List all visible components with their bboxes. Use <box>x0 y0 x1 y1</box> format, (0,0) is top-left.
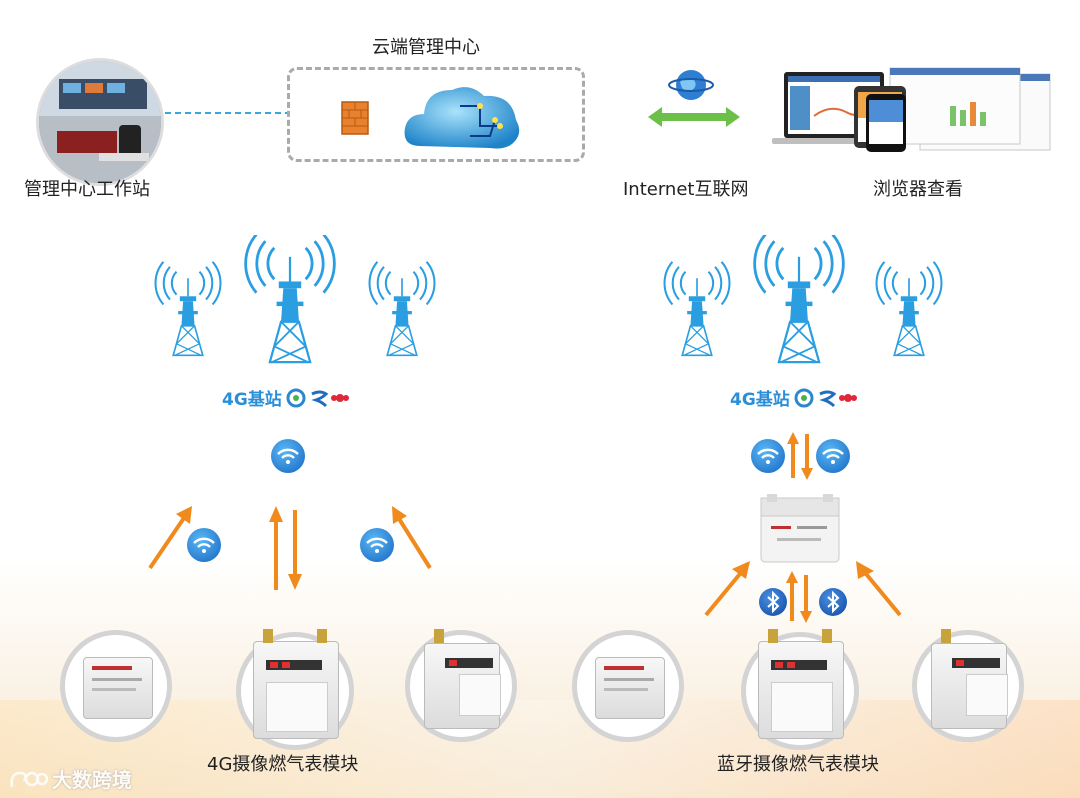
watermark-text: 大数跨境 <box>52 768 132 792</box>
gas-meter-image <box>912 629 1024 742</box>
right-tower-group <box>663 235 943 364</box>
bluetooth-icon <box>759 588 787 616</box>
meter-module-image <box>60 630 172 742</box>
tower-icon <box>753 235 845 364</box>
gas-meter-image <box>741 629 859 750</box>
cloud-center-label: 云端管理中心 <box>372 37 480 58</box>
tower-icon <box>154 260 222 357</box>
left-base-station: 4G基站 <box>222 385 350 410</box>
cloud-server-icon <box>404 87 520 149</box>
gas-meter-image <box>236 629 354 750</box>
left-uplink-arrows <box>148 506 432 590</box>
left-module-label: 4G摄像燃气表模块 <box>207 754 359 775</box>
workstation-label: 管理中心工作站 <box>24 179 150 200</box>
wifi-icon <box>751 439 785 473</box>
carrier-logos-icon <box>794 388 857 407</box>
browser-devices-image <box>772 67 1051 152</box>
bidirectional-link-arrow <box>648 107 740 127</box>
workstation-dashed-link <box>165 112 290 114</box>
internet-globe-icon <box>668 70 714 100</box>
tower-icon <box>875 260 943 357</box>
left-tower-group <box>154 235 436 364</box>
cloud-center-box <box>287 67 585 162</box>
watermark: 大数跨境 <box>8 764 132 793</box>
background-fade <box>0 560 1080 798</box>
wifi-icon <box>816 439 850 473</box>
background-fade-warm <box>0 700 1080 798</box>
tower-icon <box>244 235 336 364</box>
bluetooth-link-arrows <box>704 561 902 623</box>
bluetooth-icon <box>819 588 847 616</box>
base-station-label: 4G基站 <box>222 390 282 410</box>
wifi-icon <box>360 528 394 562</box>
browser-label: 浏览器查看 <box>873 179 963 200</box>
wifi-icon <box>271 439 305 473</box>
meter-module-image <box>572 630 684 742</box>
tower-icon <box>368 260 436 357</box>
right-module-label: 蓝牙摄像燃气表模块 <box>717 754 879 775</box>
watermark-logo-icon <box>10 771 48 787</box>
carrier-logos-icon <box>286 388 349 407</box>
gateway-uplink-arrows <box>787 432 813 480</box>
firewall-icon <box>341 101 369 135</box>
wifi-icon <box>187 528 221 562</box>
tower-icon <box>663 260 731 357</box>
internet-label: Internet互联网 <box>623 179 749 200</box>
base-station-label: 4G基站 <box>730 390 790 410</box>
right-base-station: 4G基站 <box>730 385 858 410</box>
workstation-image <box>36 58 164 186</box>
bluetooth-gateway-device <box>760 494 840 563</box>
gas-meter-image <box>405 629 517 742</box>
